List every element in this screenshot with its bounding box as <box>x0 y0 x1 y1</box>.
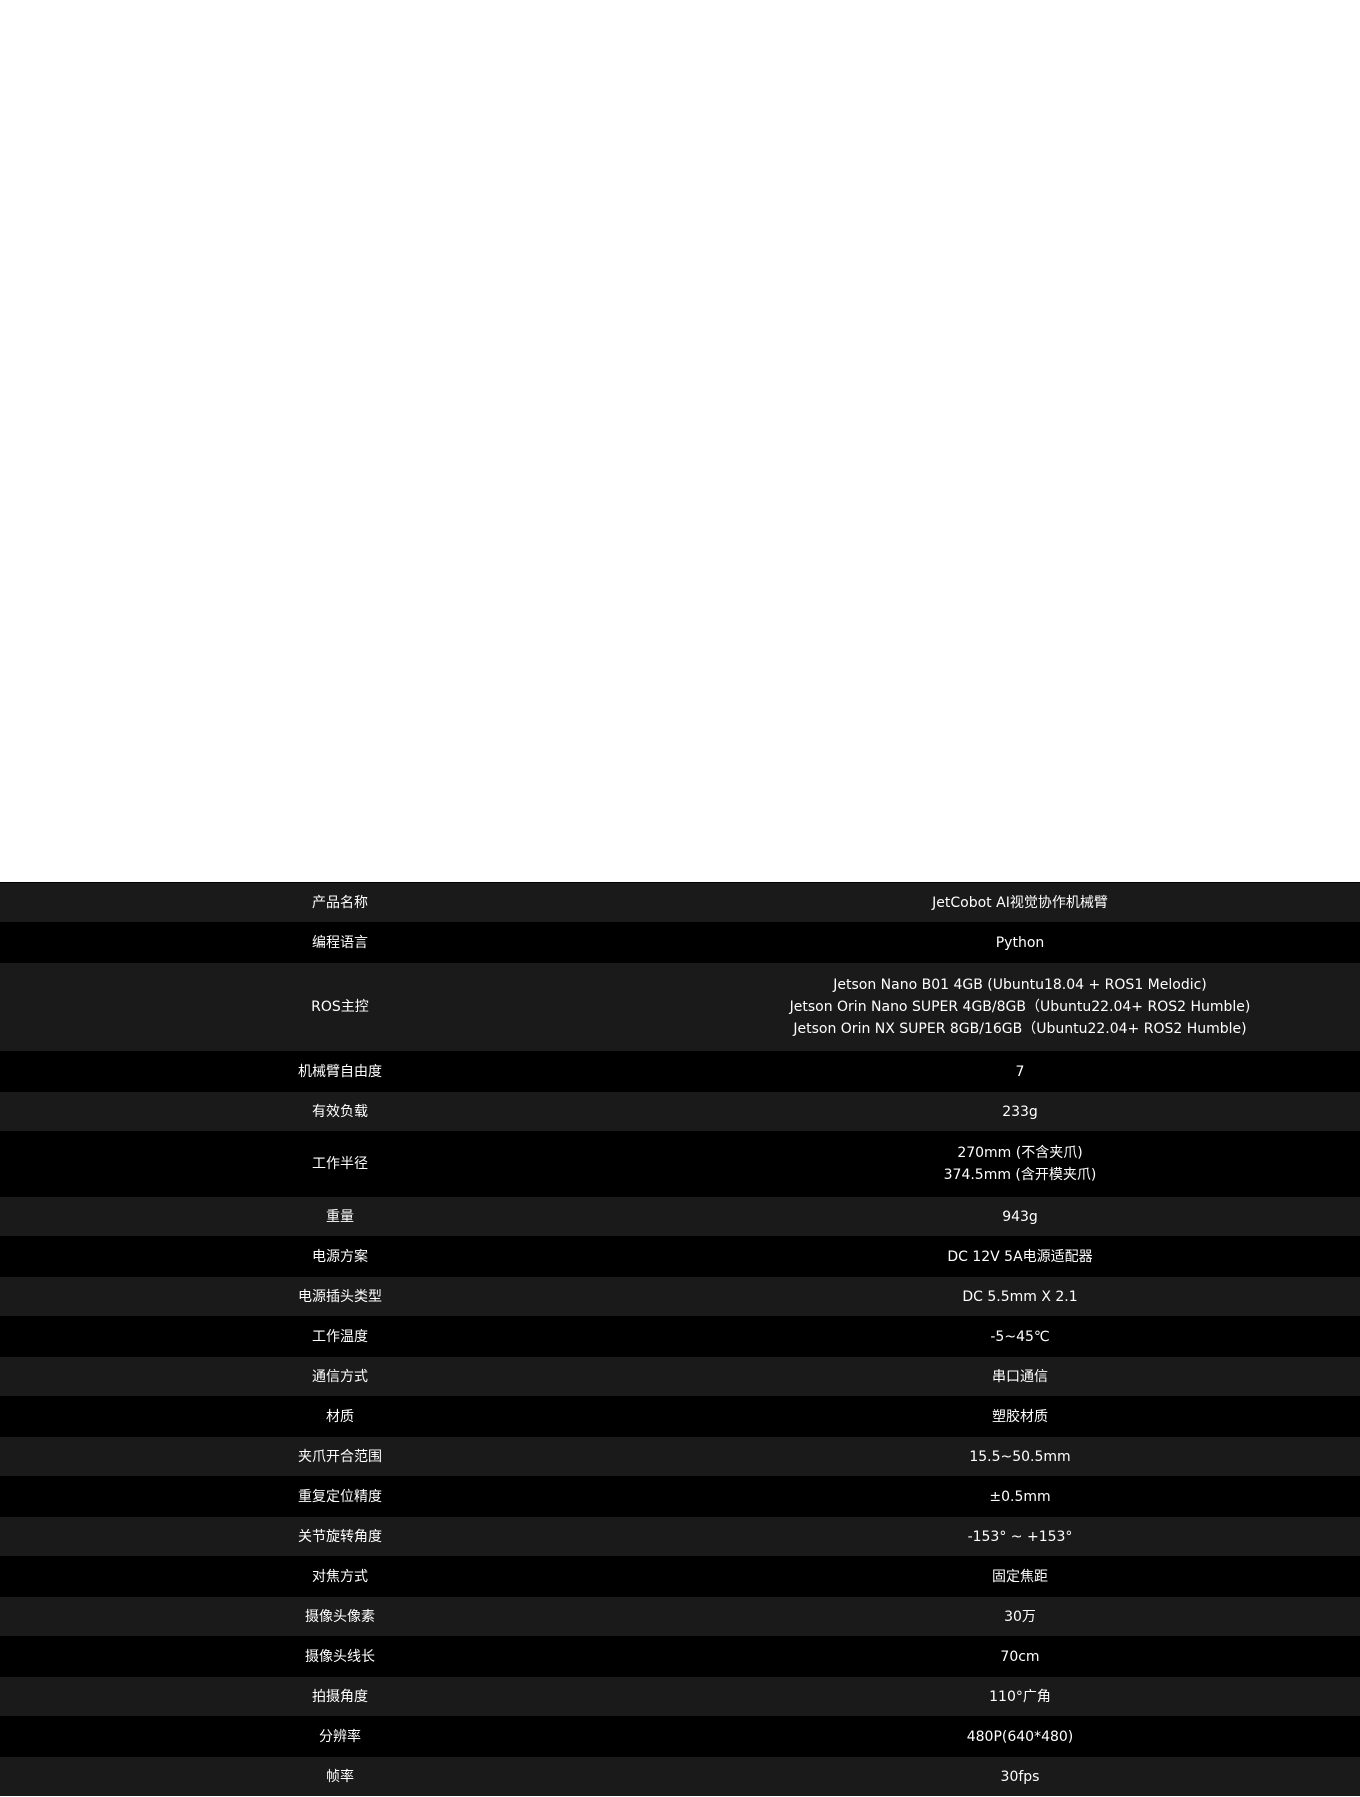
spec-label: 摄像头线长 <box>0 1636 680 1677</box>
table-row: 分辨率 480P(640*480) <box>0 1716 1360 1757</box>
spec-value: 943g <box>680 1196 1360 1237</box>
spec-value: ±0.5mm <box>680 1476 1360 1517</box>
blank-area <box>0 0 1360 882</box>
table-row: 关节旋转角度 -153° ~ +153° <box>0 1516 1360 1557</box>
table-row: 对焦方式 固定焦距 <box>0 1556 1360 1597</box>
spec-label: 编程语言 <box>0 922 680 963</box>
spec-label: 材质 <box>0 1396 680 1437</box>
spec-label: 通信方式 <box>0 1356 680 1397</box>
spec-value: 270mm (不含夹爪) 374.5mm (含开模夹爪) <box>680 1131 1360 1197</box>
table-row: 重复定位精度 ±0.5mm <box>0 1476 1360 1517</box>
table-row: 通信方式 串口通信 <box>0 1356 1360 1397</box>
spec-value: 塑胶材质 <box>680 1396 1360 1437</box>
spec-value: -5~45℃ <box>680 1316 1360 1357</box>
table-row: 材质 塑胶材质 <box>0 1396 1360 1437</box>
table-row: 拍摄角度 110°广角 <box>0 1676 1360 1717</box>
spec-label: 机械臂自由度 <box>0 1051 680 1092</box>
spec-label: 电源方案 <box>0 1236 680 1277</box>
spec-value: 233g <box>680 1091 1360 1132</box>
spec-value: 7 <box>680 1051 1360 1092</box>
table-row: 电源方案 DC 12V 5A电源适配器 <box>0 1236 1360 1277</box>
spec-label: 分辨率 <box>0 1716 680 1757</box>
spec-value: DC 12V 5A电源适配器 <box>680 1236 1360 1277</box>
table-row: 帧率 30fps <box>0 1756 1360 1796</box>
spec-label: 对焦方式 <box>0 1556 680 1597</box>
spec-label: 工作半径 <box>0 1131 680 1197</box>
spec-value: 70cm <box>680 1636 1360 1677</box>
spec-label: 重复定位精度 <box>0 1476 680 1517</box>
table-row: ROS主控 Jetson Nano B01 4GB (Ubuntu18.04 +… <box>0 962 1360 1052</box>
spec-label: 拍摄角度 <box>0 1676 680 1717</box>
spec-value: 110°广角 <box>680 1676 1360 1717</box>
spec-value: 30万 <box>680 1596 1360 1637</box>
spec-label: 关节旋转角度 <box>0 1516 680 1557</box>
table-row: 电源插头类型 DC 5.5mm X 2.1 <box>0 1276 1360 1317</box>
spec-label: 有效负载 <box>0 1091 680 1132</box>
spec-label: ROS主控 <box>0 962 680 1052</box>
table-row: 工作半径 270mm (不含夹爪) 374.5mm (含开模夹爪) <box>0 1131 1360 1197</box>
spec-label: 产品名称 <box>0 882 680 923</box>
table-row: 产品名称 JetCobot AI视觉协作机械臂 <box>0 882 1360 923</box>
table-row: 夹爪开合范围 15.5~50.5mm <box>0 1436 1360 1477</box>
spec-label: 重量 <box>0 1196 680 1237</box>
spec-value: Python <box>680 922 1360 963</box>
spec-value: 15.5~50.5mm <box>680 1436 1360 1477</box>
spec-value: 30fps <box>680 1756 1360 1796</box>
spec-label: 电源插头类型 <box>0 1276 680 1317</box>
spec-label: 摄像头像素 <box>0 1596 680 1637</box>
spec-value: Jetson Nano B01 4GB (Ubuntu18.04 + ROS1 … <box>680 962 1360 1052</box>
table-row: 有效负载 233g <box>0 1091 1360 1132</box>
spec-table: 产品名称 JetCobot AI视觉协作机械臂 编程语言 Python ROS主… <box>0 882 1360 1796</box>
table-row: 摄像头像素 30万 <box>0 1596 1360 1637</box>
spec-value: 480P(640*480) <box>680 1716 1360 1757</box>
spec-value: 固定焦距 <box>680 1556 1360 1597</box>
spec-label: 帧率 <box>0 1756 680 1796</box>
spec-value: 串口通信 <box>680 1356 1360 1397</box>
spec-value: -153° ~ +153° <box>680 1516 1360 1557</box>
table-row: 摄像头线长 70cm <box>0 1636 1360 1677</box>
spec-label: 工作温度 <box>0 1316 680 1357</box>
spec-label: 夹爪开合范围 <box>0 1436 680 1477</box>
table-row: 重量 943g <box>0 1196 1360 1237</box>
spec-value: DC 5.5mm X 2.1 <box>680 1276 1360 1317</box>
table-row: 机械臂自由度 7 <box>0 1051 1360 1092</box>
table-row: 编程语言 Python <box>0 922 1360 963</box>
table-row: 工作温度 -5~45℃ <box>0 1316 1360 1357</box>
spec-value: JetCobot AI视觉协作机械臂 <box>680 882 1360 923</box>
